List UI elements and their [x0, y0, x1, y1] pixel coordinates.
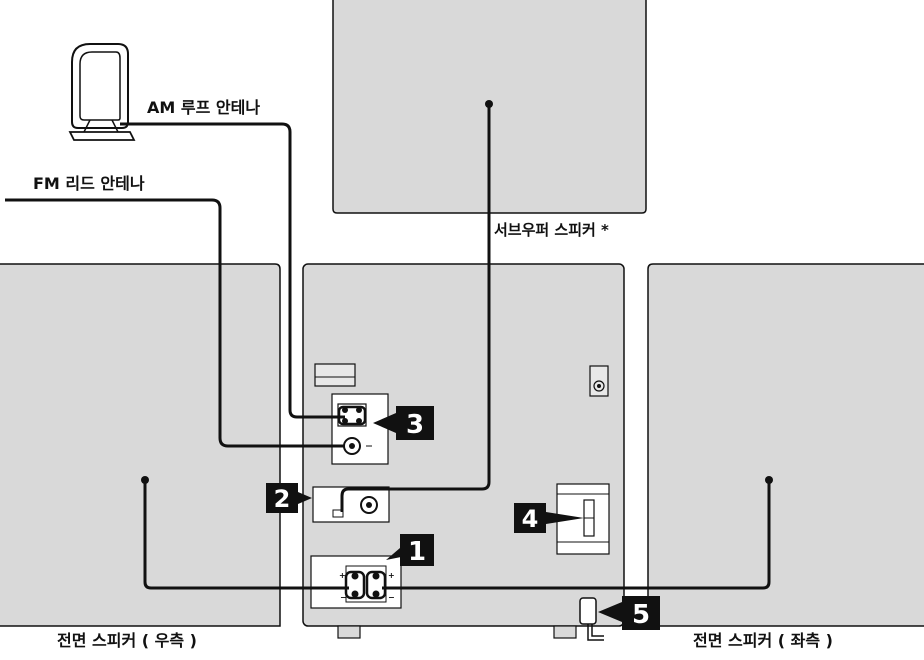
callout-5-number: 5 — [632, 600, 650, 630]
front-speaker-right — [0, 263, 281, 627]
callout-1-number: 1 — [408, 537, 426, 567]
svg-text:+: + — [388, 571, 395, 580]
am-loop-antenna-label: AM 루프 안테나 — [147, 98, 260, 117]
am-antenna-wire — [120, 122, 345, 419]
fm-antenna-wire — [5, 198, 344, 448]
callout-4-number: 4 — [522, 505, 539, 533]
front-left-label: 전면 스피커 ( 좌측 ) — [693, 631, 833, 650]
rear-label-box — [314, 363, 356, 387]
subwoofer-cable — [340, 104, 491, 512]
power-cord-plug — [579, 597, 597, 625]
svg-text:+: + — [339, 571, 346, 580]
callout-5: 5 — [598, 596, 660, 630]
svg-text:−: − — [340, 593, 347, 602]
callout-4: 4 — [514, 503, 584, 533]
callout-2-number: 2 — [274, 485, 291, 513]
callout-1: 1 — [386, 534, 434, 567]
subwoofer-label: 서브우퍼 스피커 * — [494, 221, 609, 239]
main-unit-foot-right — [553, 625, 577, 639]
callout-2: 2 — [266, 483, 312, 513]
callout-3: 3 — [373, 406, 434, 440]
svg-text:−: − — [388, 593, 395, 602]
front-left-speaker-cable — [382, 480, 771, 590]
front-right-speaker-cable — [143, 480, 349, 590]
front-speaker-left — [647, 263, 924, 627]
fm-lead-antenna-label: FM 리드 안테나 — [33, 174, 145, 193]
front-right-label: 전면 스피커 ( 우측 ) — [57, 631, 197, 650]
am-loop-antenna-icon — [68, 43, 136, 141]
callout-3-number: 3 — [406, 410, 424, 440]
main-unit-foot-left — [337, 625, 361, 639]
